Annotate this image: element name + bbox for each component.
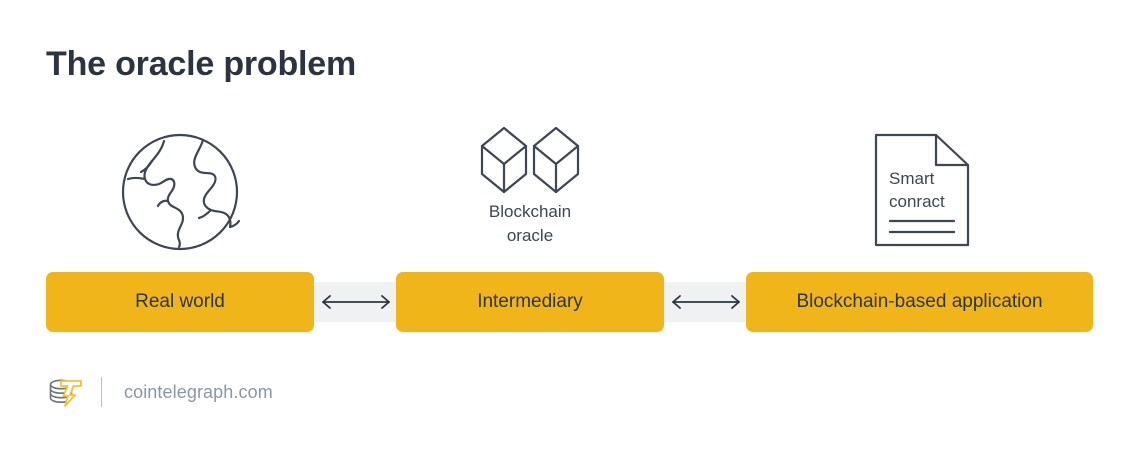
- bidirectional-arrow-icon: [672, 295, 740, 309]
- connector-real-world-to-intermediary: [300, 282, 412, 322]
- oracle-caption: Blockchain oracle: [420, 200, 640, 248]
- bidirectional-arrow-icon: [322, 295, 390, 309]
- document-text-line-2: conract: [889, 192, 945, 211]
- globe-icon: [119, 131, 241, 253]
- cointelegraph-logo-icon: [46, 372, 86, 412]
- flow-box-blockchain-based-application: Blockchain-based application: [746, 272, 1093, 332]
- document-text-line-1: Smart: [889, 169, 935, 188]
- document-text: Smart conract: [889, 167, 945, 213]
- footer-divider: [101, 377, 102, 407]
- page-title: The oracle problem: [46, 45, 357, 83]
- blockchain-cubes-icon: [476, 124, 584, 196]
- flow-box-real-world: Real world: [46, 272, 314, 332]
- oracle-caption-line-1: Blockchain: [488, 202, 572, 221]
- footer-url: cointelegraph.com: [124, 381, 273, 402]
- smart-contract-document-icon: [874, 133, 970, 247]
- oracle-caption-line-2: oracle: [506, 226, 554, 245]
- connector-intermediary-to-application: [650, 282, 762, 322]
- footer: cointelegraph.com: [46, 370, 273, 414]
- flow-box-intermediary: Intermediary: [396, 272, 664, 332]
